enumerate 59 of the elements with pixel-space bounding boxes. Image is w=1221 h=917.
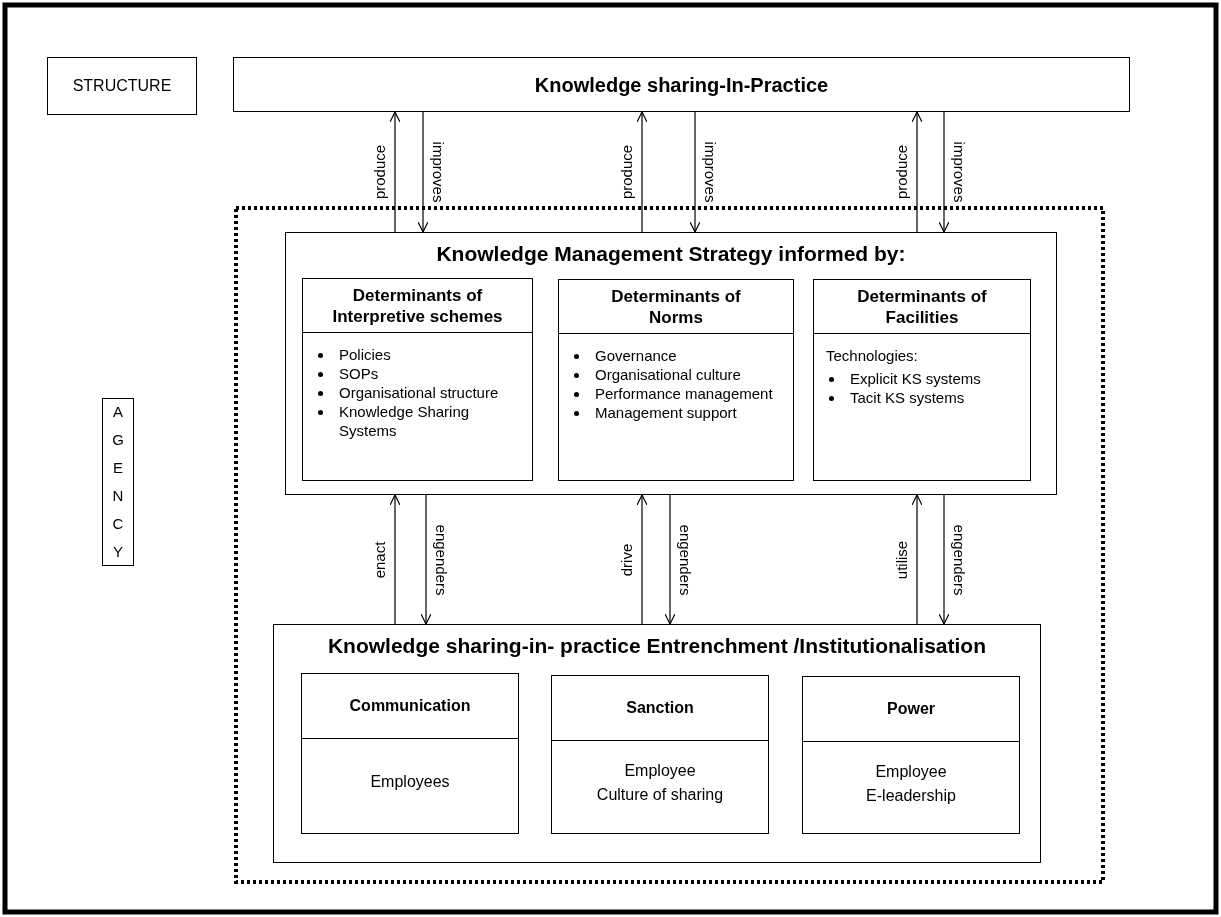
box-label: AGENCY [111, 402, 125, 562]
arrow [664, 494, 676, 625]
edge-label: improves [701, 141, 719, 203]
card-text: E-leadership [866, 785, 956, 806]
bullet-item: Governance [595, 346, 677, 365]
card-heading: Sanction [626, 698, 694, 718]
edge-label: engenders [676, 524, 694, 595]
card-text: Employee [624, 761, 696, 781]
determinants-box [813, 279, 1031, 481]
bullet-item: Organisational culture [595, 365, 741, 384]
practice-box [233, 57, 1130, 112]
arrow [417, 111, 429, 233]
box-title: Knowledge sharing-In-Practice [534, 72, 829, 98]
section-heading: Determinants of Facilities [856, 285, 988, 328]
edge-label: produce [371, 144, 389, 200]
structure-card [301, 673, 519, 834]
body-text: Technologies: [826, 346, 919, 365]
bullet-item: Explicit KS systems [850, 369, 981, 388]
determinants-box [558, 279, 794, 481]
bullet-item: Organisational structure [339, 383, 499, 402]
bullet-item: Policies [339, 345, 391, 364]
arrow [636, 111, 648, 233]
bullet-item: SOPs [339, 364, 379, 383]
bullet-item: Management support [595, 403, 737, 422]
card-heading: Power [887, 699, 935, 719]
section-heading: Determinants of Norms [610, 285, 742, 328]
edge-label: engenders [950, 524, 968, 595]
box-label: STRUCTURE [72, 76, 172, 96]
edge-label: produce [618, 144, 636, 200]
structure-card [551, 675, 769, 834]
bullet-item: Performance management [595, 384, 773, 403]
card-text: Culture of sharing [596, 785, 724, 805]
card-text: Employee [875, 761, 947, 782]
arrow [938, 111, 950, 233]
arrow [911, 111, 923, 233]
edge-label: improves [950, 141, 968, 203]
arrow [689, 111, 701, 233]
section-heading: Determinants of Interpretive schemes [331, 284, 504, 327]
arrow [420, 494, 432, 625]
card-heading: Communication [349, 696, 471, 716]
arrow [389, 111, 401, 233]
bullet-item: Tacit KS systems [850, 388, 965, 407]
strategy-box [285, 232, 1057, 495]
agency-box [102, 398, 134, 566]
edge-label: improves [429, 141, 447, 203]
arrow [911, 494, 923, 625]
arrow [389, 494, 401, 625]
group-heading: Knowledge Management Strategy informed by: [435, 241, 907, 267]
edge-label: produce [893, 144, 911, 200]
group-heading: Knowledge sharing-in- practice Entrenchment /Institutionalisation [326, 633, 988, 659]
card-text: Employees [370, 772, 450, 792]
determinants-box [302, 278, 533, 481]
bullet-item: Knowledge Sharing Systems [339, 402, 471, 440]
structure-card [802, 676, 1020, 834]
label-box [47, 57, 197, 115]
arrow [636, 494, 648, 625]
institutionalisation-box [273, 624, 1041, 863]
arrow [938, 494, 950, 625]
edge-label: engenders [432, 524, 450, 595]
